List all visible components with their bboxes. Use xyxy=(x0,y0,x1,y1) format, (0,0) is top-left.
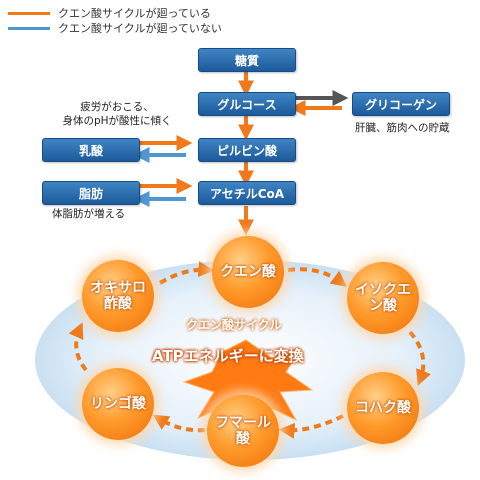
citric-acid-label: クエン酸 xyxy=(220,264,276,280)
glucose-label: グルコース xyxy=(217,97,277,112)
atp-energy-label: ATPエネルギーに変換 xyxy=(152,347,304,365)
legend-active-line xyxy=(8,11,50,15)
fatigue-note-line1: 疲労がおこる、 xyxy=(80,101,154,113)
cycle-arrow-citric-isocitric xyxy=(287,267,348,287)
fatigue-note: 疲労がおこる、 身体のpHが酸性に傾く xyxy=(52,100,182,128)
legend-inactive-label: クエン酸サイクルが廻っていない xyxy=(58,22,222,35)
citric-acid-node: クエン酸 xyxy=(212,236,284,308)
cycle-arrow-malic-oxaloacetic xyxy=(68,322,88,372)
fumaric-acid-node: フマール酸 xyxy=(207,395,279,467)
lactic-acid-box: 乳酸 xyxy=(42,138,140,162)
legend-active-label: クエン酸サイクルが廻っている xyxy=(58,7,211,20)
legend-inactive: クエン酸サイクルが廻っていない xyxy=(8,21,222,35)
sugar-label: 糖質 xyxy=(234,53,259,68)
fat-label: 脂肪 xyxy=(78,186,103,201)
fatigue-note-line2: 身体のpHが酸性に傾く xyxy=(62,115,172,127)
legend-inactive-line xyxy=(8,26,50,30)
cycle-title: クエン酸サイクル xyxy=(186,318,282,332)
glycogen-storage-note: 肝臓、筋肉への貯蔵 xyxy=(355,122,450,134)
oxaloacetic-acid-label: オキサロ酢酸 xyxy=(90,280,146,312)
lactic-acid-label: 乳酸 xyxy=(78,143,103,158)
fat-box: 脂肪 xyxy=(42,181,140,205)
oxaloacetic-acid-node: オキサロ酢酸 xyxy=(82,260,154,332)
pyruvic-acid-label: ピルビン酸 xyxy=(216,143,277,158)
pyruvic-acid-box: ピルビン酸 xyxy=(198,138,296,162)
sugar-box: 糖質 xyxy=(198,48,296,72)
cycle-arrow-isocitric-succinic xyxy=(408,330,431,386)
isocitric-acid-label: イソクエン酸 xyxy=(355,282,411,314)
succinic-acid-node: コハク酸 xyxy=(347,372,419,444)
fumaric-acid-label: フマール酸 xyxy=(215,415,271,447)
cycle-arrow-fumaric-malic xyxy=(152,414,206,433)
cycle-arrow-oxaloacetic-citric xyxy=(158,261,215,285)
glycogen-label: グリコーゲン xyxy=(364,97,437,112)
legend-active: クエン酸サイクルが廻っている xyxy=(8,6,211,20)
body-fat-note: 体脂肪が増える xyxy=(52,208,126,220)
glycogen-box: グリコーゲン xyxy=(352,92,450,116)
glucose-box: グルコース xyxy=(198,92,296,116)
acetyl-coa-box: アセチルCoA xyxy=(198,181,296,205)
malic-acid-label: リンゴ酸 xyxy=(90,396,146,412)
isocitric-acid-node: イソクエン酸 xyxy=(347,262,419,334)
malic-acid-node: リンゴ酸 xyxy=(82,368,154,440)
cycle-arrow-succinic-fumaric xyxy=(278,414,344,439)
acetyl-coa-label: アセチルCoA xyxy=(209,186,285,201)
succinic-acid-label: コハク酸 xyxy=(355,400,411,416)
